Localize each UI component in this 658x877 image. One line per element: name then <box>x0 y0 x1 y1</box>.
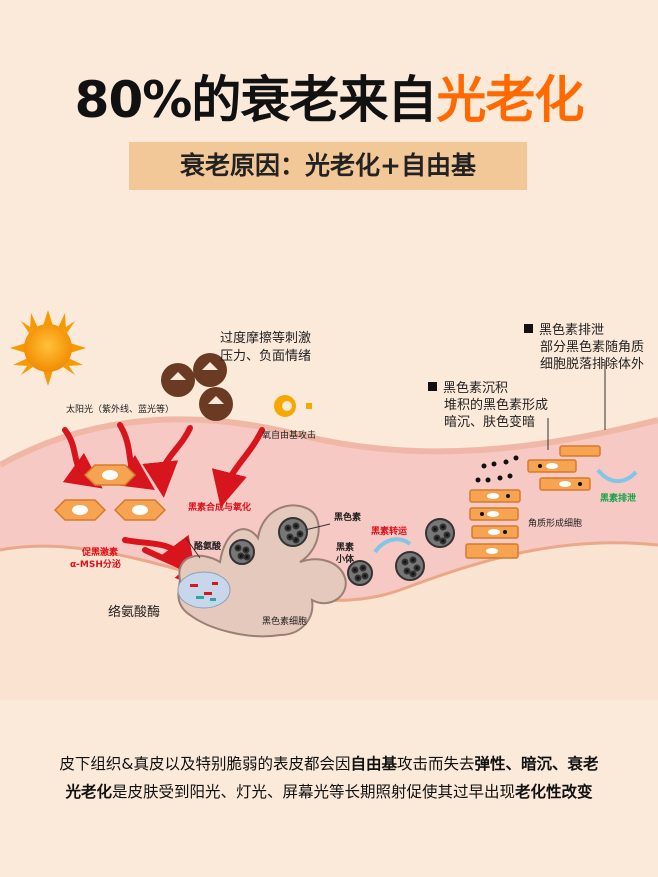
bottom-bold: 弹性、暗沉、衰老 <box>474 755 599 773</box>
deposit-line-2: 暗沉、肤色变暗 <box>444 415 536 430</box>
page-title: 80%的衰老来自光老化 <box>0 60 658 132</box>
transport-arc-icon <box>373 537 412 554</box>
bottom-bold: 光老化 <box>65 783 112 801</box>
keratinocyte-label: 角质形成细胞 <box>528 519 583 529</box>
epidermal-cells <box>53 464 167 521</box>
discharge-line-1: 部分黑色素随角质 <box>540 340 645 355</box>
title-prefix: 80%的衰老来自 <box>74 71 438 129</box>
bottom-text: 皮下组织&真皮以及特别脆弱的表皮都会因 <box>59 755 351 773</box>
tyrosinase-label: 络氨酸酶 <box>108 605 161 620</box>
keratinocyte-stack <box>465 445 601 559</box>
transport-label: 黑素转运 <box>371 527 408 537</box>
melanin-dots <box>475 455 582 534</box>
bottom-text: 是皮肤受到阳光、灯光、屏幕光等长期照射促使其过早出现 <box>111 783 515 801</box>
bottom-line-2: 光老化是皮肤受到阳光、灯光、屏幕光等长期照射促使其过早出现老化性改变 <box>0 780 658 802</box>
bottom-bold: 老化性改变 <box>515 783 593 801</box>
melanocyte-label: 黑色素细胞 <box>262 617 308 627</box>
excretion-label: 黑素排泄 <box>600 494 637 504</box>
deposit-title: 黑色素沉积 <box>443 381 509 396</box>
melanosome-label-2: 小体 <box>336 555 355 565</box>
bottom-text: 攻击而失去 <box>397 755 475 773</box>
bullet-square-icon <box>524 324 533 333</box>
sun-label: 太阳光（紫外线、蓝光等） <box>66 405 175 415</box>
stress-particles-icon <box>161 353 233 421</box>
skin-surface-line <box>0 416 658 468</box>
melanosomes <box>229 517 455 586</box>
title-highlight: 光老化 <box>436 71 584 129</box>
bottom-line-1: 皮下组织&真皮以及特别脆弱的表皮都会因自由基攻击而失去弹性、暗沉、衰老 <box>0 752 658 774</box>
tyrosine-label: 酪氨酸 <box>194 542 222 552</box>
sun-icon <box>10 310 86 386</box>
melanin-label: 黑色素 <box>334 513 362 523</box>
friction-label-1: 过度摩擦等刺激 <box>220 331 312 346</box>
friction-label-2: 压力、负面情绪 <box>220 349 312 364</box>
subtitle-banner: 衰老原因：光老化+自由基 <box>129 142 527 190</box>
discharge-line-2: 细胞脱落排除体外 <box>540 357 645 372</box>
deposit-line-1: 堆积的黑色素形成 <box>444 398 549 413</box>
melanosome-label-1: 黑素 <box>336 543 355 553</box>
msh-label-1: 促黑激素 <box>82 548 119 558</box>
skin-diagram <box>0 310 658 700</box>
free-radical-icon <box>274 395 312 417</box>
excretion-arc-icon <box>596 468 638 484</box>
radical-label: 氧自由基攻击 <box>262 431 317 441</box>
bottom-bold: 自由基 <box>350 755 398 773</box>
discharge-title: 黑色素排泄 <box>539 323 605 338</box>
bullet-square-icon <box>428 382 437 391</box>
msh-label-2: α-MSH分泌 <box>70 560 121 570</box>
synthesis-label: 黑素合成与氧化 <box>188 503 252 513</box>
